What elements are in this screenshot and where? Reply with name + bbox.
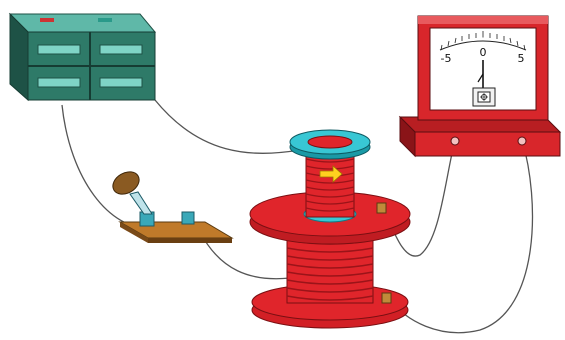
galvanometer: -5 0 5 xyxy=(400,16,560,156)
switch-contact xyxy=(182,212,194,224)
meter-terminal-right xyxy=(518,137,526,145)
coil-terminal xyxy=(382,293,391,303)
scale-label-minus5: -5 xyxy=(441,52,452,65)
switch-blade xyxy=(130,192,152,214)
battery-cell-label xyxy=(38,45,80,54)
meter-case-top xyxy=(418,16,548,24)
battery-terminal-red xyxy=(40,18,54,22)
battery-cell-label xyxy=(38,78,80,87)
inner-coil-opening xyxy=(308,136,352,148)
wire-meter-to-coil-a xyxy=(385,140,455,256)
switch-base-front xyxy=(148,238,232,243)
meter-terminal-left xyxy=(451,137,459,145)
knife-switch[interactable] xyxy=(109,167,232,243)
wire-battery-to-switch xyxy=(62,105,150,228)
battery-cell-label xyxy=(100,45,142,54)
battery-terminal-teal xyxy=(98,18,112,22)
meter-base-front xyxy=(415,132,560,156)
battery xyxy=(10,14,155,100)
battery-top xyxy=(10,14,155,32)
scale-label-zero: 0 xyxy=(480,46,487,59)
battery-cell-label xyxy=(100,78,142,87)
wire-battery-to-inner-coil xyxy=(155,100,300,153)
coil-terminal xyxy=(377,203,386,213)
scale-label-plus5: 5 xyxy=(518,52,525,65)
wire-meter-to-coil-b xyxy=(390,140,532,333)
